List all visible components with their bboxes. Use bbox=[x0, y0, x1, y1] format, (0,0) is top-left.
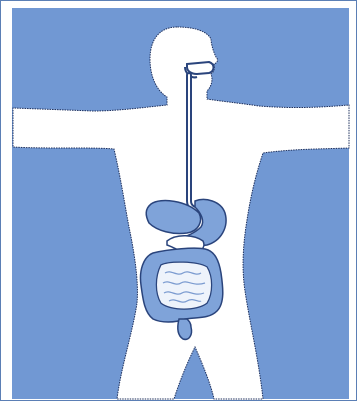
rectum bbox=[178, 319, 192, 339]
mouth bbox=[187, 62, 214, 74]
